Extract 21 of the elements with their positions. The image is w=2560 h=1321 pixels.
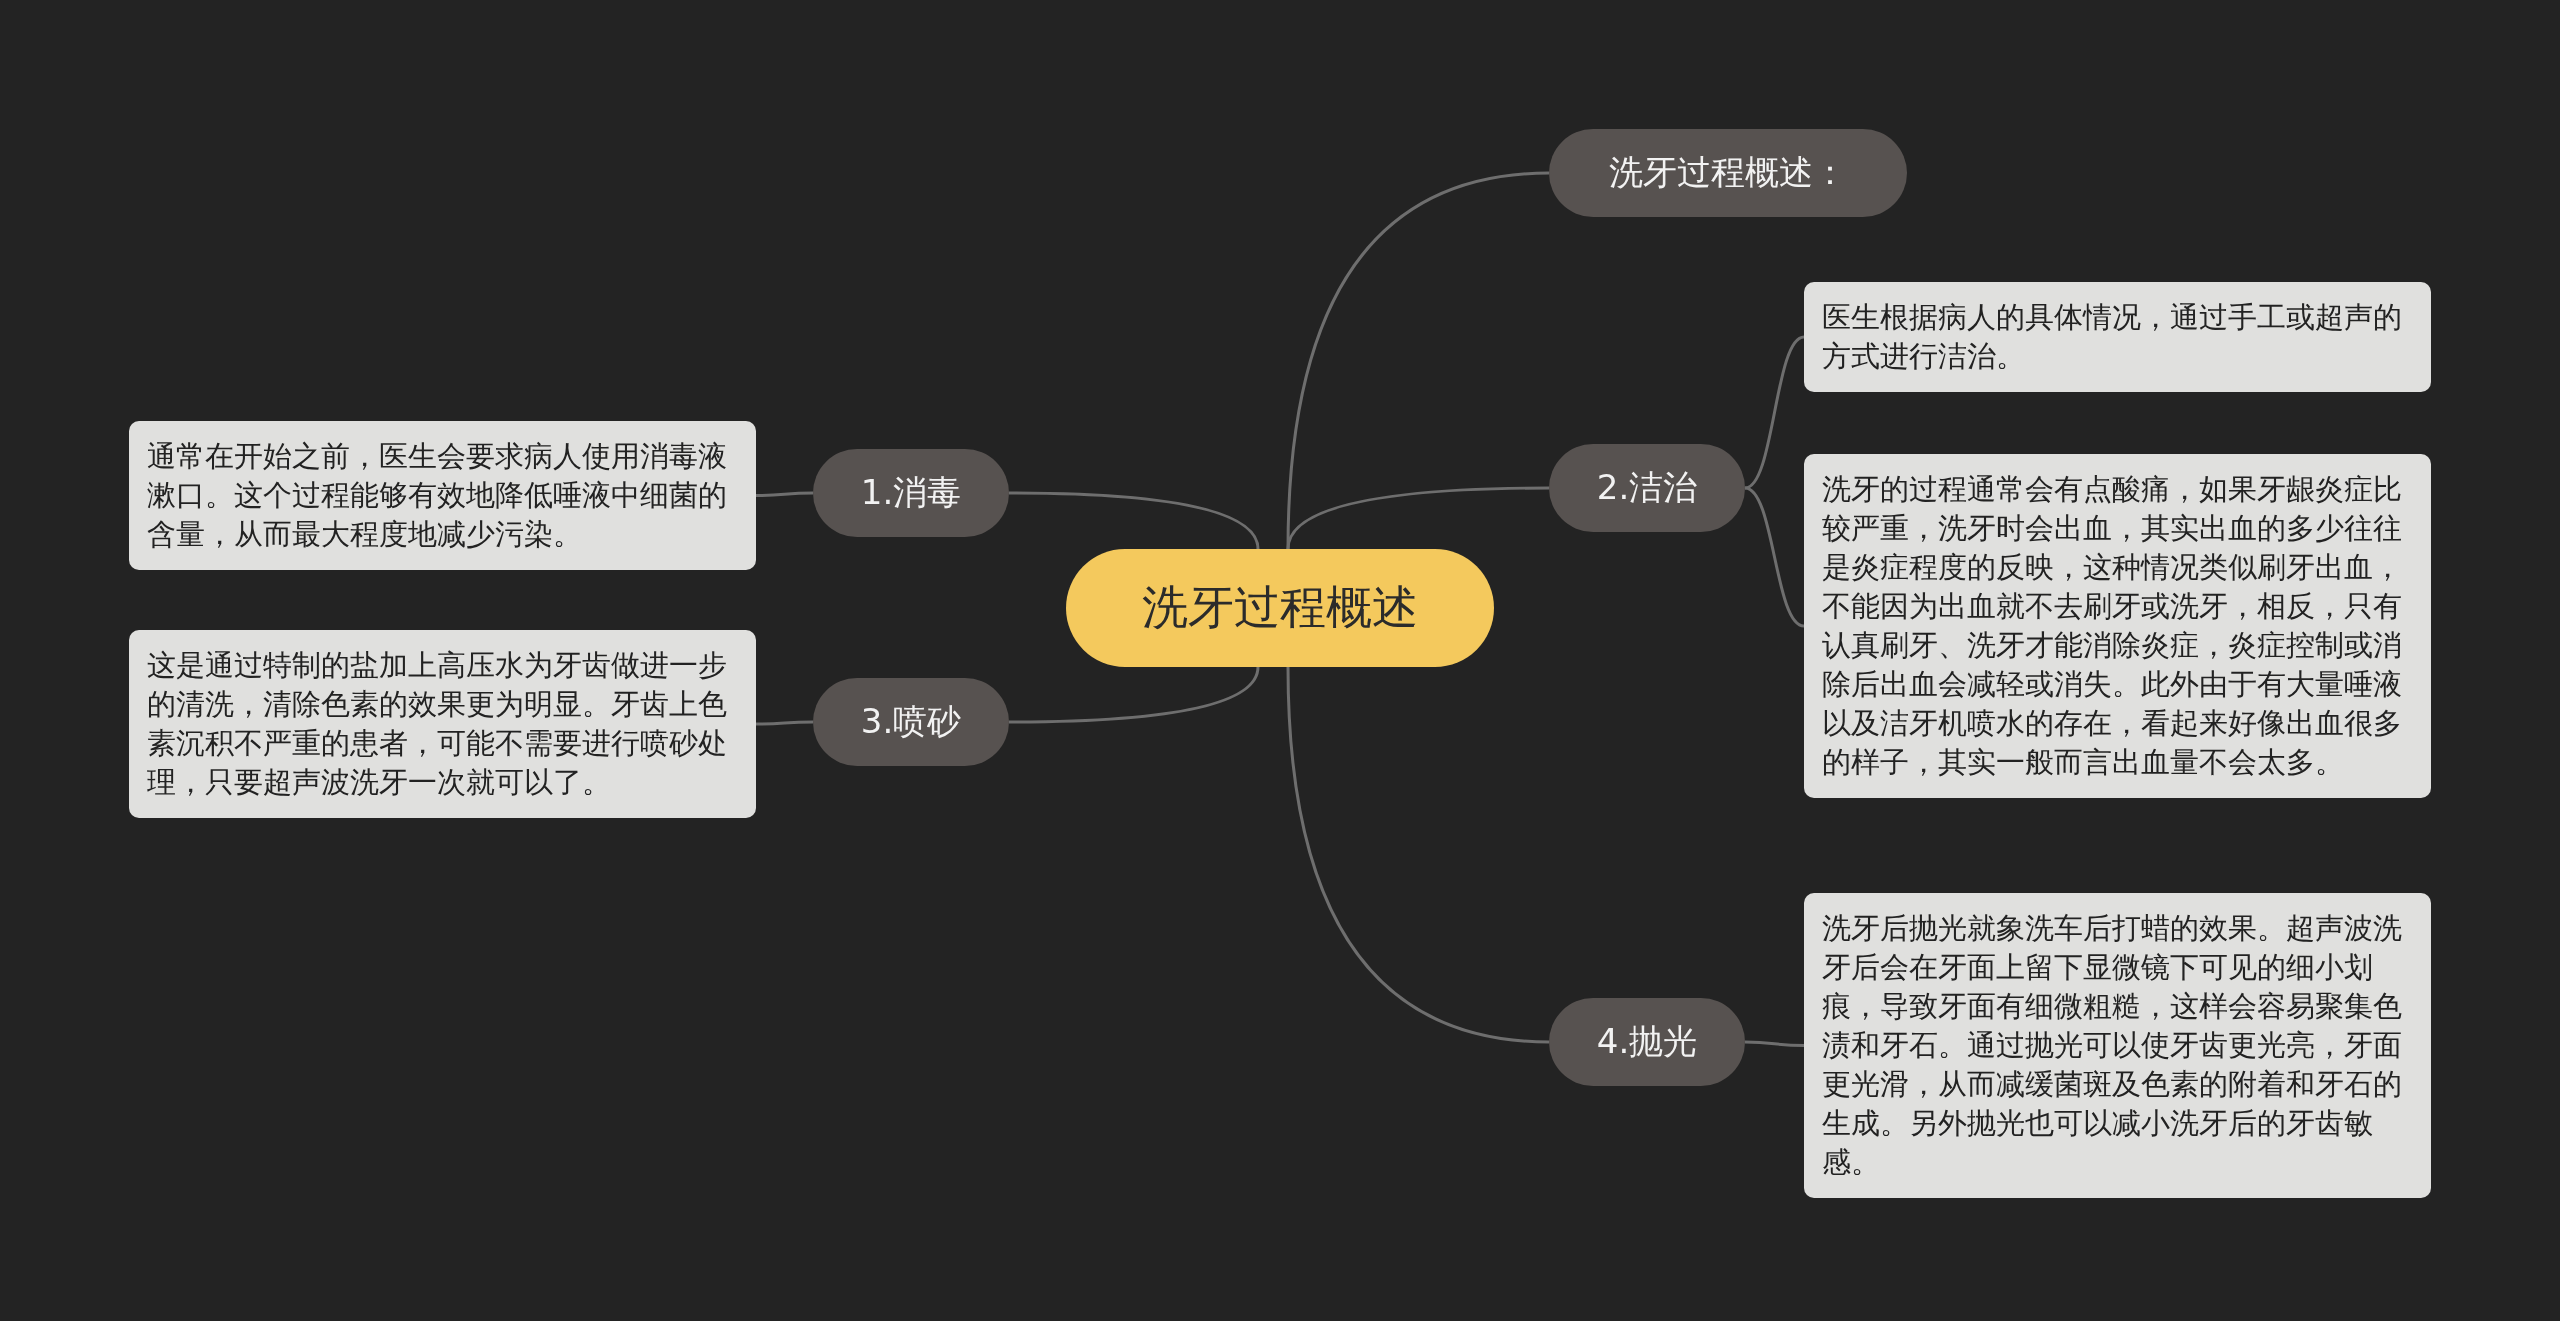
central-topic: 洗牙过程概述: [1066, 549, 1494, 667]
connector-line: [1009, 666, 1260, 724]
connector-line: [1286, 171, 1550, 550]
connector-line: [1286, 666, 1550, 1044]
connector-line: [1744, 335, 1805, 490]
note-card: 医生根据病人的具体情况，通过手工或超声的方式进行洁治。: [1804, 282, 2431, 392]
topic-pill: 洗牙过程概述：: [1549, 129, 1907, 217]
connector-line: [756, 491, 813, 497]
topic-pill: 1.消毒: [813, 449, 1009, 537]
connector-line: [756, 720, 813, 726]
connector-line: [1009, 491, 1260, 550]
topic-pill: 2.洁治: [1549, 444, 1745, 532]
note-card: 洗牙后抛光就象洗车后打蜡的效果。超声波洗牙后会在牙面上留下显微镜下可见的细小划痕，导致牙面有细微粗糙，这样会容易聚集色渍和牙石。通过抛光可以使牙齿更光亮，牙面更光滑，从而减缓菌斑及色素的附着和牙石的生成。另外抛光也可以减小洗牙后的牙齿敏感。: [1804, 893, 2431, 1198]
connector-line: [1745, 1040, 1804, 1047]
connector-line: [1744, 486, 1805, 628]
note-card: 洗牙的过程通常会有点酸痛，如果牙龈炎症比较严重，洗牙时会出血，其实出血的多少往往是炎症程度的反映，这种情况类似刷牙出血，不能因为出血就不去刷牙或洗牙，相反，只有认真刷牙、洗牙才能消除炎症，炎症控制或消除后出血会减轻或消失。此外由于有大量唾液以及洁牙机喷水的存在，看起来好像出血很多的样子，其实一般而言出血量不会太多。: [1804, 454, 2431, 798]
note-card: 通常在开始之前，医生会要求病人使用消毒液漱口。这个过程能够有效地降低唾液中细菌的含量，从而最大程度地减少污染。: [129, 421, 756, 570]
note-card: 这是通过特制的盐加上高压水为牙齿做进一步的清洗，清除色素的效果更为明显。牙齿上色素沉积不严重的患者，可能不需要进行喷砂处理，只要超声波洗牙一次就可以了。: [129, 630, 756, 818]
connector-line: [1286, 486, 1549, 550]
topic-pill: 3.喷砂: [813, 678, 1009, 766]
topic-pill: 4.抛光: [1549, 998, 1745, 1086]
